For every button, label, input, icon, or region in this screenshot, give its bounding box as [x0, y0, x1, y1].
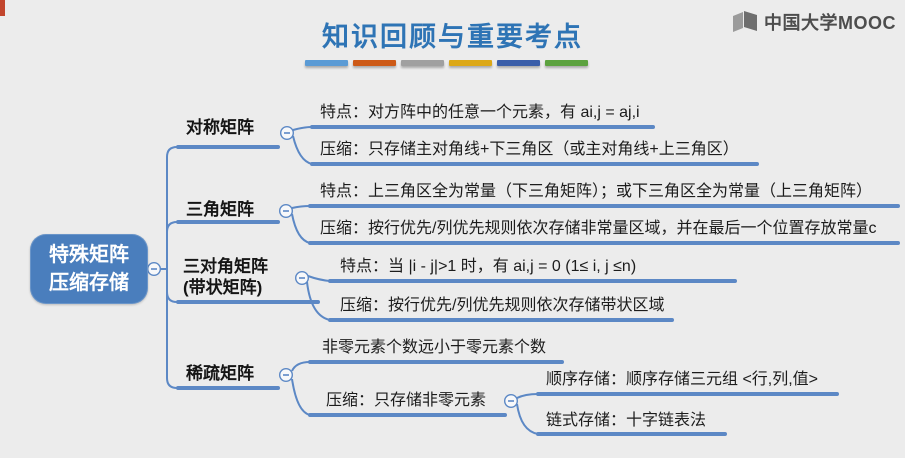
branch-sparse-matrix[interactable]: 稀疏矩阵	[186, 364, 254, 383]
node-sparse-linked[interactable]: 链式存储：十字链表法	[546, 412, 707, 429]
node-symmetric-compress[interactable]: 压缩：只存储主对角线+下三角区（或主对角线+上三角区）	[320, 141, 739, 158]
branch-tridiagonal-sublabel: (带状矩阵)	[183, 278, 263, 297]
node-sparse-compress[interactable]: 压缩：只存储非零元素	[326, 392, 487, 409]
collapse-icon[interactable]	[504, 394, 519, 409]
collapse-icon[interactable]	[279, 203, 294, 218]
divider-bar	[449, 60, 492, 66]
branch-tridiagonal-matrix[interactable]: 三对角矩阵 (带状矩阵)	[183, 256, 268, 298]
corner-marker	[0, 0, 5, 16]
title-divider	[305, 60, 588, 66]
root-topic-line1: 特殊矩阵	[49, 244, 129, 266]
collapse-icon[interactable]	[279, 368, 294, 383]
root-topic[interactable]: 特殊矩阵 压缩存储	[30, 234, 148, 304]
root-topic-line2: 压缩存储	[49, 272, 129, 294]
node-tridiagonal-compress[interactable]: 压缩：按行优先/列优先规则依次存储带状区域	[340, 297, 665, 314]
branch-symmetric-matrix[interactable]: 对称矩阵	[186, 118, 254, 137]
divider-bar	[497, 60, 540, 66]
divider-bar	[545, 60, 588, 66]
node-symmetric-feature[interactable]: 特点：对方阵中的任意一个元素，有 ai,j = aj,i	[320, 104, 640, 121]
collapse-icon[interactable]	[280, 125, 295, 140]
branch-triangular-matrix[interactable]: 三角矩阵	[186, 200, 254, 219]
mooc-logo-icon	[733, 11, 757, 32]
mooc-logo: 中国大学MOOC	[730, 9, 896, 35]
page-title: 知识回顾与重要考点	[322, 22, 583, 52]
collapse-icon[interactable]	[295, 271, 310, 286]
node-tridiagonal-feature[interactable]: 特点：当 |i - j|>1 时，有 ai,j = 0 (1≤ i, j ≤n)	[340, 258, 637, 275]
mooc-logo-text: 中国大学MOOC	[764, 13, 896, 33]
branch-tridiagonal-label: 三对角矩阵	[183, 257, 268, 276]
divider-bar	[353, 60, 396, 66]
divider-bar	[305, 60, 348, 66]
node-triangular-feature[interactable]: 特点：上三角区全为常量（下三角矩阵）；或下三角区全为常量（上三角矩阵）	[320, 183, 873, 200]
node-sparse-sequential[interactable]: 顺序存储：顺序存储三元组 <行,列,值>	[546, 371, 819, 388]
node-triangular-compress[interactable]: 压缩：按行优先/列优先规则依次存储非常量区域，并在最后一个位置存放常量c	[320, 220, 877, 237]
collapse-icon[interactable]	[146, 262, 161, 277]
divider-bar	[401, 60, 444, 66]
node-sparse-feature[interactable]: 非零元素个数远小于零元素个数	[322, 339, 547, 356]
fork-curves	[291, 126, 539, 435]
trunk	[166, 146, 178, 389]
